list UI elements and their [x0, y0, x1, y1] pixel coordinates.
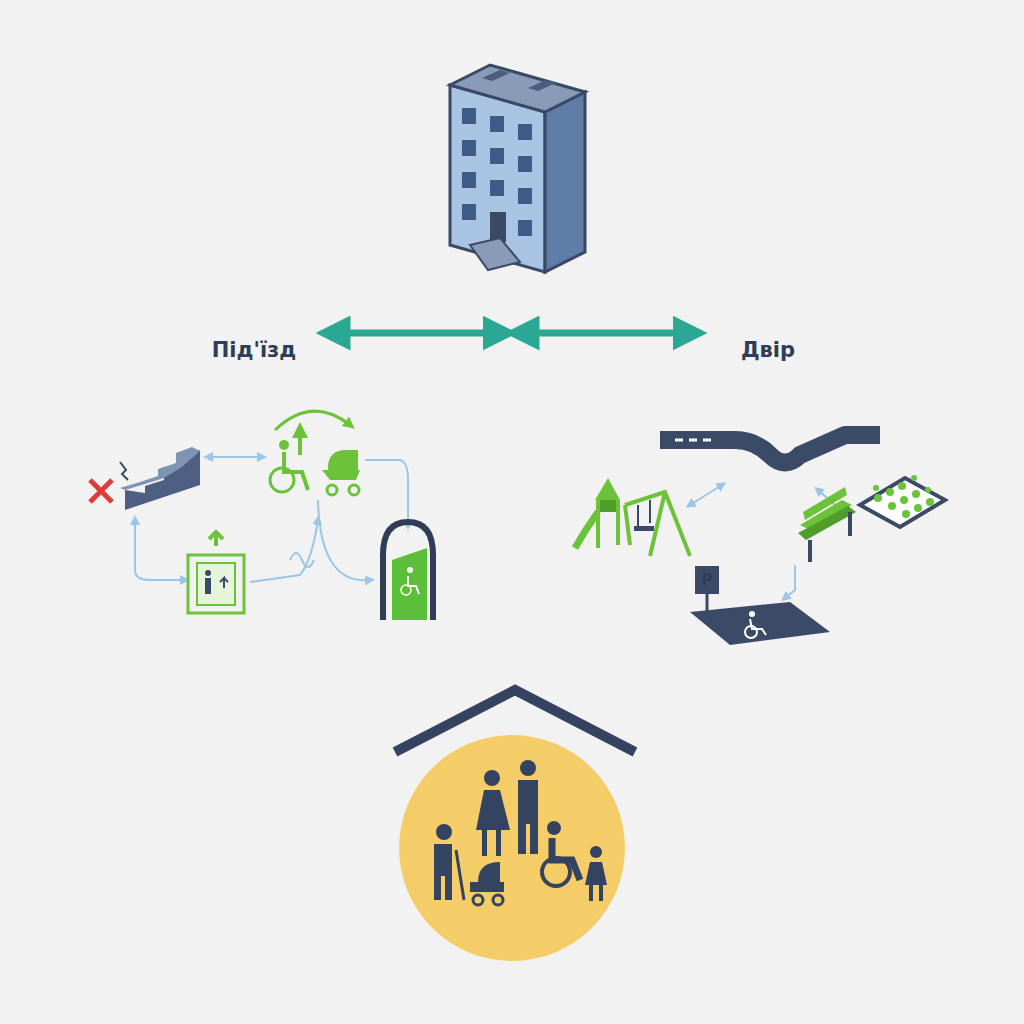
garden-bed-icon — [860, 475, 945, 527]
accessible-parking-tile — [690, 602, 830, 645]
building — [450, 65, 585, 272]
accessible-door-icon — [383, 522, 433, 620]
stairs-icon — [90, 447, 200, 510]
people-icons — [434, 760, 607, 905]
community-circle — [399, 735, 625, 961]
section-label: Під'їзд — [212, 338, 297, 362]
elevator-icon — [188, 532, 244, 613]
parking-sign — [695, 566, 719, 612]
bench-icon — [798, 487, 856, 562]
double-arrow — [333, 330, 500, 337]
wheelchair-stroller-icon — [270, 411, 360, 495]
playground-icon — [575, 478, 690, 556]
parking-letter: P — [702, 571, 713, 589]
flow-lines — [690, 485, 835, 598]
double-arrow — [522, 330, 690, 337]
road — [660, 435, 880, 463]
section-label: Двір — [741, 338, 795, 362]
